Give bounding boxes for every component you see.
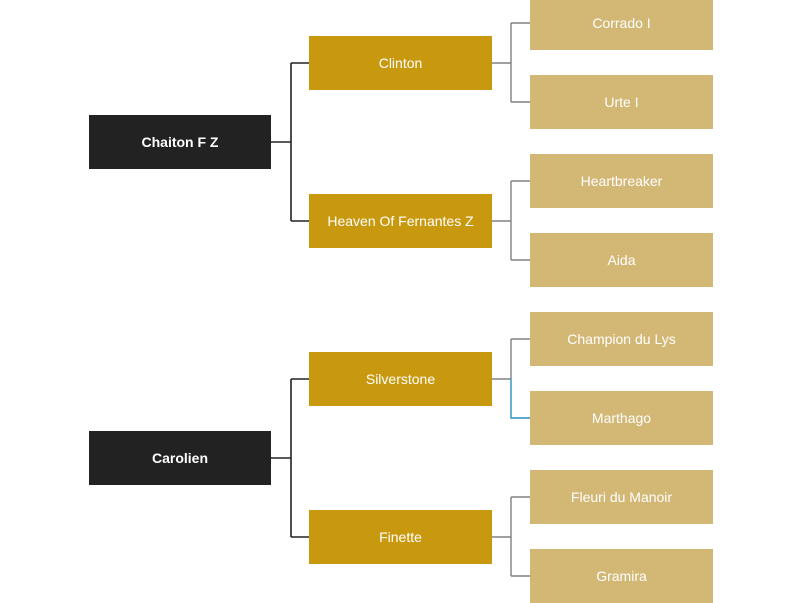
connector-finette-to-grandparents	[492, 496, 530, 577]
grandparent-name: Aida	[607, 252, 636, 268]
connector-clinton-to-grandparents	[492, 22, 530, 103]
grandparent-box-fleuri[interactable]: Fleuri du Manoir	[530, 470, 713, 524]
parent-box-heaven[interactable]: Heaven Of Fernantes Z	[309, 194, 492, 248]
grandparent-box-aida[interactable]: Aida	[530, 233, 713, 287]
grandparent-box-urte[interactable]: Urte I	[530, 75, 713, 129]
grandparent-name: Gramira	[596, 568, 647, 584]
grandparent-name: Fleuri du Manoir	[570, 489, 673, 505]
grandparent-box-heartbreaker[interactable]: Heartbreaker	[530, 154, 713, 208]
connector-silverstone-to-sire	[492, 338, 530, 380]
connector-carolien-to-parents	[271, 378, 309, 538]
connector-silverstone-to-dam-highlight	[510, 379, 530, 419]
subject-name: Chaiton F Z	[141, 134, 219, 150]
subject-box-dam-line[interactable]: Carolien	[89, 431, 271, 485]
grandparent-name: Marthago	[591, 410, 652, 426]
parent-name: Finette	[379, 529, 422, 545]
grandparent-name: Champion du Lys	[567, 331, 676, 347]
grandparent-name: Heartbreaker	[580, 173, 663, 189]
grandparent-box-corrado[interactable]: Corrado I	[530, 0, 713, 50]
connector-chaiton-to-parents	[271, 62, 309, 222]
subject-box-sire-line[interactable]: Chaiton F Z	[89, 115, 271, 169]
grandparent-name: Urte I	[604, 94, 639, 110]
parent-name: Clinton	[378, 55, 423, 71]
parent-name: Silverstone	[365, 371, 436, 387]
connector-heaven-to-grandparents	[492, 180, 530, 261]
subject-name: Carolien	[151, 450, 208, 466]
parent-box-silverstone[interactable]: Silverstone	[309, 352, 492, 406]
grandparent-box-champion[interactable]: Champion du Lys	[530, 312, 713, 366]
grandparent-name: Corrado I	[592, 15, 651, 31]
parent-box-finette[interactable]: Finette	[309, 510, 492, 564]
grandparent-box-gramira[interactable]: Gramira	[530, 549, 713, 603]
parent-name: Heaven Of Fernantes Z	[327, 213, 474, 229]
grandparent-box-marthago[interactable]: Marthago	[530, 391, 713, 445]
parent-box-clinton[interactable]: Clinton	[309, 36, 492, 90]
